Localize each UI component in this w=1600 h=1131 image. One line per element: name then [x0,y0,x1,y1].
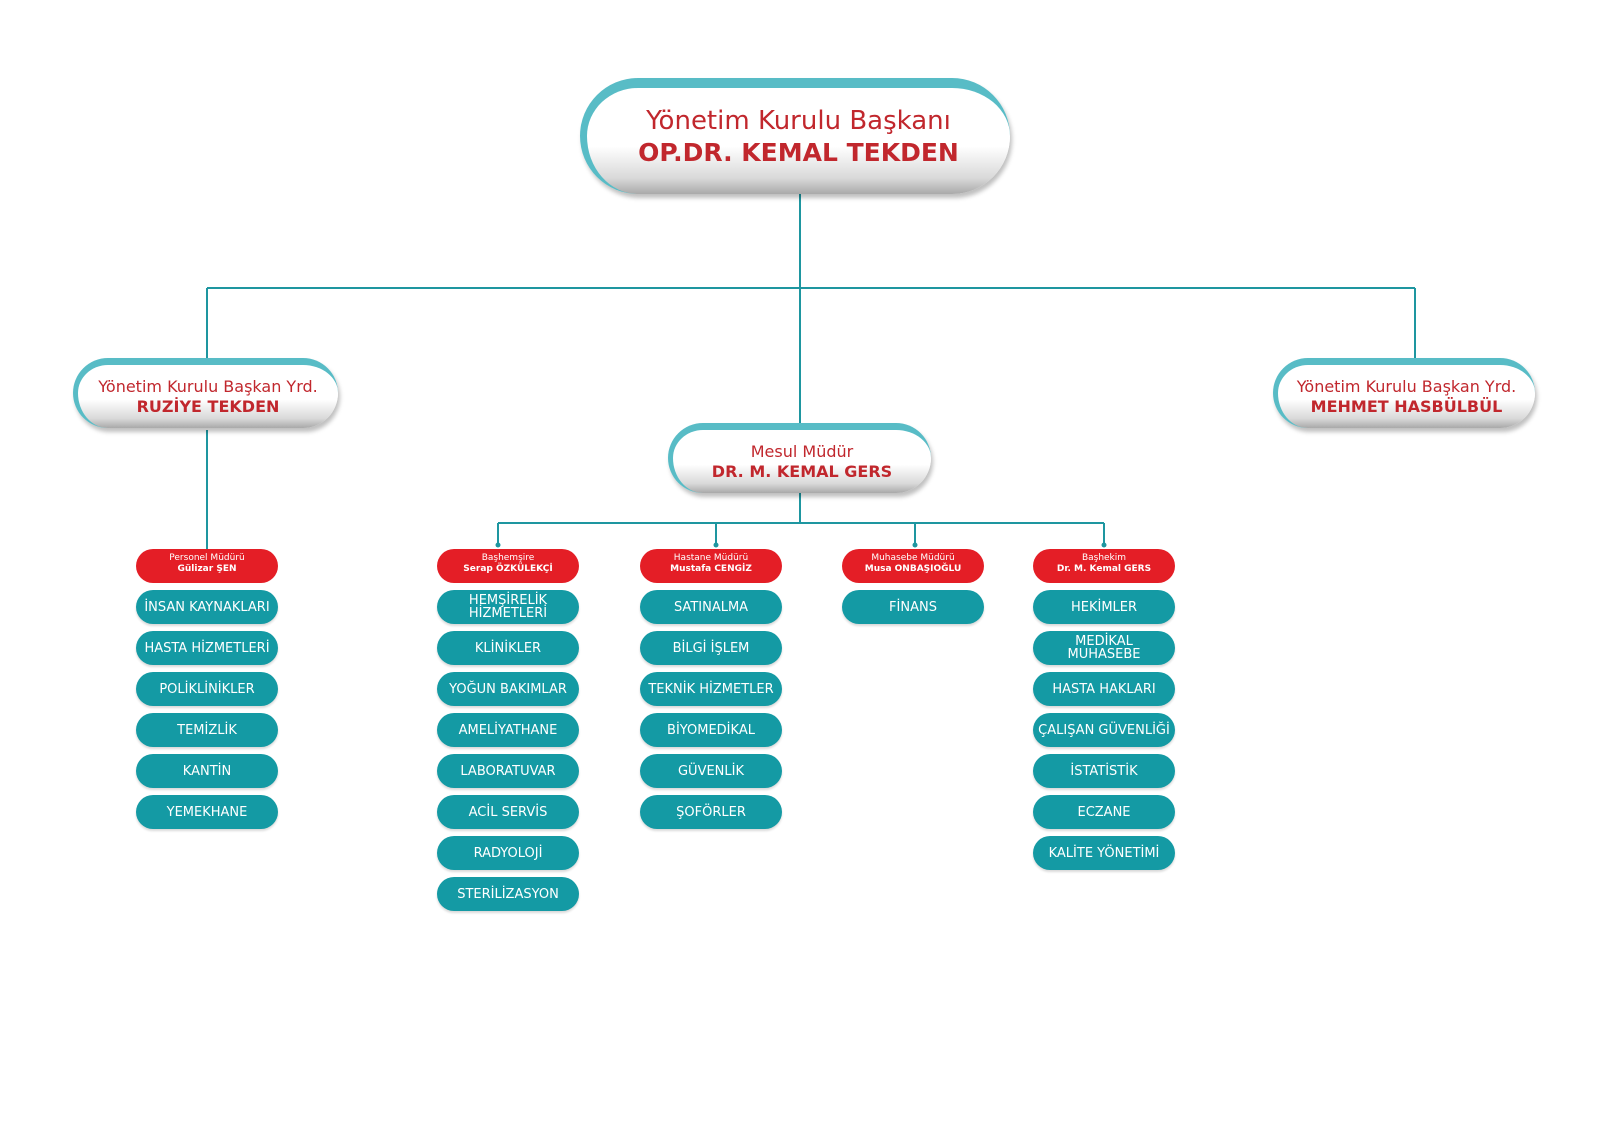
department-head-title: Muhasebe Müdürü [871,553,955,563]
vice-chairman-left-title: Yönetim Kurulu Başkan Yrd. [98,377,318,396]
unit-box: İSTATİSTİK [1033,754,1175,788]
unit-box: RADYOLOJİ [437,836,579,870]
unit-box: HASTA HAKLARI [1033,672,1175,706]
unit-box: BİYOMEDİKAL [640,713,782,747]
department-head-name: Mustafa CENGİZ [670,564,752,574]
department-head-name: Gülizar ŞEN [177,564,237,574]
unit-box: İNSAN KAYNAKLARI [136,590,278,624]
chairman-name: OP.DR. KEMAL TEKDEN [638,138,959,167]
unit-box: HEMŞİRELİK HİZMETLERİ [437,590,579,624]
unit-box: TEMİZLİK [136,713,278,747]
chairman-box: Yönetim Kurulu Başkanı OP.DR. KEMAL TEKD… [580,78,1010,194]
unit-box: BİLGİ İŞLEM [640,631,782,665]
connector-dot-1 [495,542,501,548]
unit-box: HASTA HİZMETLERİ [136,631,278,665]
vice-chairman-right-name: MEHMET HASBÜLBÜL [1310,397,1503,416]
vice-chairman-left-name: RUZİYE TEKDEN [136,397,280,416]
responsible-manager-box: Mesul Müdür DR. M. KEMAL GERS [668,423,931,493]
unit-box: GÜVENLİK [640,754,782,788]
department-head-title: Başhemşire [481,553,535,563]
unit-box: KLİNİKLER [437,631,579,665]
unit-box: ŞOFÖRLER [640,795,782,829]
unit-box: AMELİYATHANE [437,713,579,747]
unit-box: KANTİN [136,754,278,788]
department-head-title: Personel Müdürü [169,553,245,563]
unit-box: LABORATUVAR [437,754,579,788]
responsible-manager-title: Mesul Müdür [750,442,854,461]
unit-box: YEMEKHANE [136,795,278,829]
responsible-manager-name: DR. M. KEMAL GERS [711,462,893,481]
unit-box: TEKNİK HİZMETLER [640,672,782,706]
vice-chairman-right-title: Yönetim Kurulu Başkan Yrd. [1296,377,1517,396]
department-head-title: Hastane Müdürü [673,553,749,563]
connector-dot-4 [1101,542,1107,548]
vice-chairman-left-box: Yönetim Kurulu Başkan Yrd. RUZİYE TEKDEN [73,358,338,428]
department-head-name: Serap ÖZKÜLEKÇİ [463,564,553,574]
department-head-name: Musa ONBAŞIOĞLU [864,564,962,574]
department-head-name: Dr. M. Kemal GERS [1056,564,1152,574]
unit-box: KALİTE YÖNETİMİ [1033,836,1175,870]
unit-box: YOĞUN BAKIMLAR [437,672,579,706]
unit-box: ÇALIŞAN GÜVENLİĞİ [1033,713,1175,747]
unit-box: ECZANE [1033,795,1175,829]
department-head-title: Başhekim [1081,553,1127,563]
unit-box: STERİLİZASYON [437,877,579,911]
chairman-title: Yönetim Kurulu Başkanı [646,106,951,136]
unit-box: SATINALMA [640,590,782,624]
connector-dot-3 [912,542,918,548]
unit-box: HEKİMLER [1033,590,1175,624]
unit-box: ACİL SERVİS [437,795,579,829]
unit-box: MEDİKAL MUHASEBE [1033,631,1175,665]
unit-box: POLİKLİNİKLER [136,672,278,706]
connector-dot-2 [713,542,719,548]
unit-box: FİNANS [842,590,984,624]
vice-chairman-right-box: Yönetim Kurulu Başkan Yrd. MEHMET HASBÜL… [1273,358,1535,428]
